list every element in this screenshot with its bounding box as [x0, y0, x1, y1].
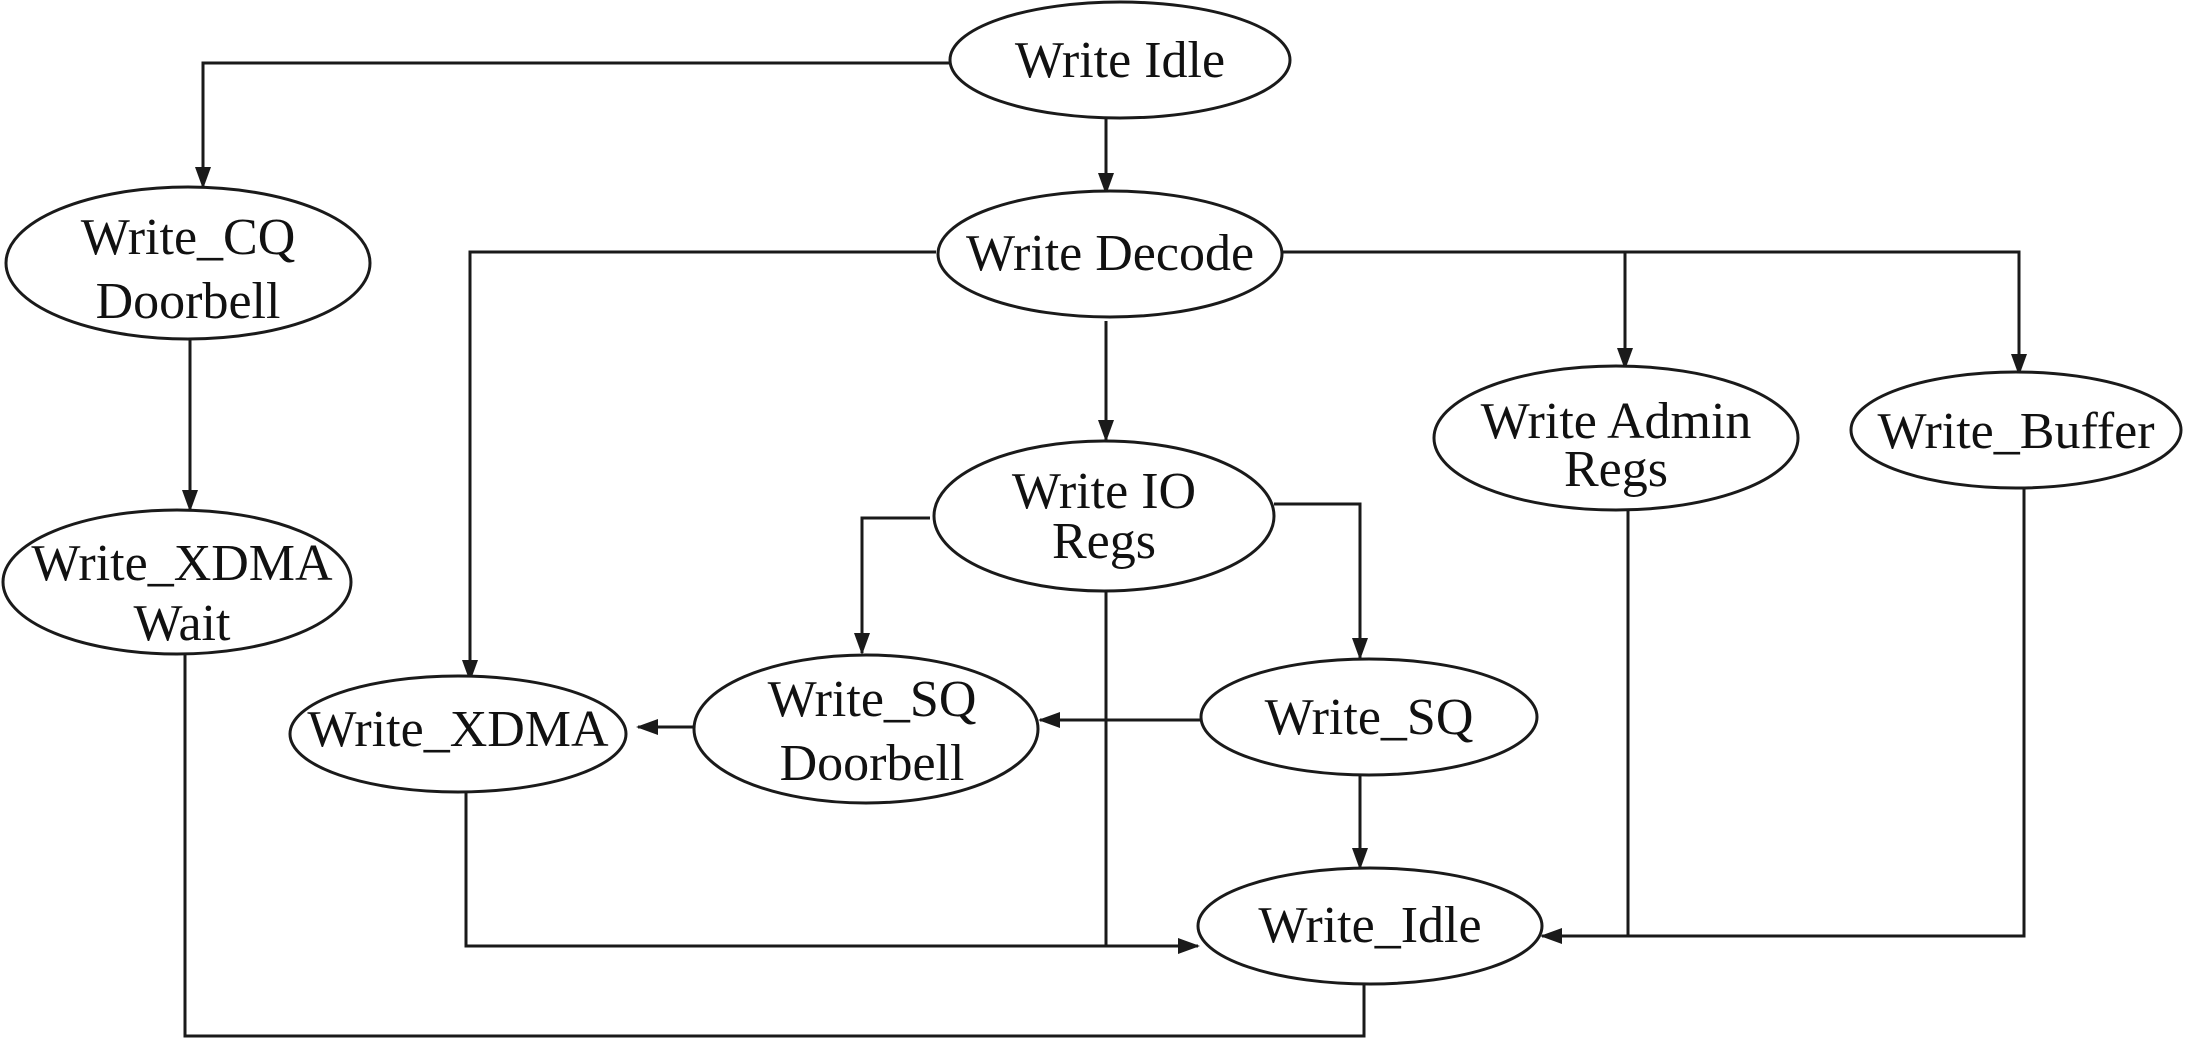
- edge-decode-to-admin-regs: [1276, 250, 1633, 370]
- state-ellipse: [936, 189, 1284, 319]
- state-label-line-1: Write IO: [1012, 463, 1196, 520]
- state-ellipse: [932, 439, 1276, 593]
- state-label-line-2: Doorbell: [780, 735, 965, 792]
- edge-xdma-wait-to-idle: [183, 654, 1372, 1038]
- state-ellipse: [1849, 370, 2183, 490]
- state-write-sq-doorbell: Write_SQ Doorbell: [692, 653, 1040, 805]
- state-write-xdma-wait: Write_XDMA Wait: [1, 508, 353, 656]
- state-ellipse: [288, 674, 628, 794]
- state-label-line-1: Write Admin: [1481, 393, 1752, 450]
- state-label-line-2: Doorbell: [96, 273, 281, 330]
- state-label-line-2: Regs: [1564, 441, 1668, 498]
- state-write-io-regs: Write IO Regs: [932, 439, 1276, 593]
- state-ellipse: [1432, 364, 1800, 512]
- state-write-idle-top: Write Idle: [948, 0, 1292, 120]
- state-label: Write_XDMA: [307, 701, 609, 758]
- state-label-line-1: Write_SQ: [768, 671, 977, 728]
- state-ellipse: [1, 508, 353, 656]
- edge-decode-to-buffer: [1625, 250, 2027, 376]
- state-label: Write_Buffer: [1877, 403, 2154, 460]
- state-label: Write Idle: [1015, 32, 1225, 89]
- edge-io-regs-to-sq: [1274, 502, 1368, 660]
- state-label-line-2: Regs: [1052, 513, 1156, 570]
- state-write-admin-regs: Write Admin Regs: [1432, 364, 1800, 512]
- edge-xdma-to-idle: [464, 792, 1200, 954]
- state-ellipse: [1199, 657, 1539, 777]
- state-ellipse: [948, 0, 1292, 120]
- state-ellipse: [4, 185, 372, 341]
- edge-idle-to-cq-doorbell: [195, 61, 950, 189]
- state-label: Write_Idle: [1258, 897, 1481, 954]
- state-write-idle-bottom: Write_Idle: [1196, 866, 1544, 986]
- state-label-line-1: Write_XDMA: [31, 535, 333, 592]
- state-label-line-2: Wait: [134, 595, 231, 652]
- state-ellipse: [1196, 866, 1544, 986]
- transitions: [182, 61, 2027, 1038]
- state-ellipse: [692, 653, 1040, 805]
- edge-buffer-to-idle: [1540, 486, 2026, 944]
- state-write-decode: Write Decode: [936, 189, 1284, 319]
- state-label-line-1: Write_CQ: [81, 209, 296, 266]
- edge-decode-to-xdma: [462, 250, 936, 682]
- state-write-cq-doorbell: Write_CQ Doorbell: [4, 185, 372, 341]
- state-write-buffer: Write_Buffer: [1849, 370, 2183, 490]
- state-write-sq: Write_SQ: [1199, 657, 1539, 777]
- edge-io-regs-to-sq-doorbell: [854, 516, 930, 655]
- state-label: Write Decode: [966, 225, 1254, 282]
- state-write-xdma: Write_XDMA: [288, 674, 628, 794]
- state-label: Write_SQ: [1265, 689, 1474, 746]
